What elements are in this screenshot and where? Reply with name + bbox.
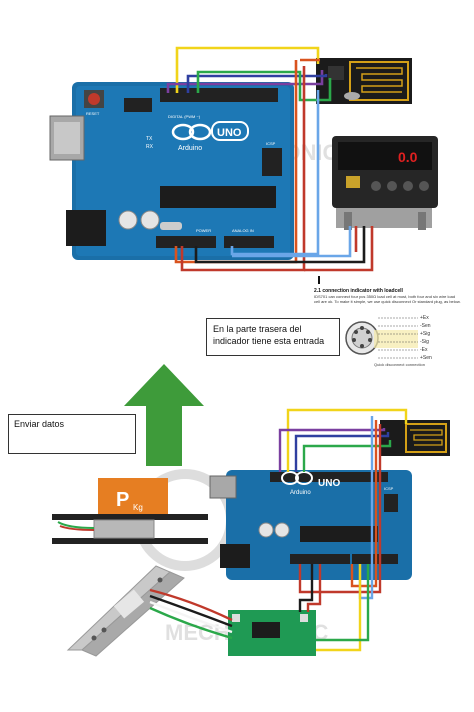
top-rx-label: RX bbox=[146, 144, 154, 150]
connection-doc: 2.1 connection indicator with loadcell I… bbox=[314, 288, 462, 304]
top-wires bbox=[166, 46, 374, 272]
bottom-wires bbox=[278, 408, 408, 652]
top-reset-label: RESET bbox=[86, 111, 100, 116]
nrf24-module-bottom bbox=[380, 420, 450, 456]
doc-marker bbox=[318, 276, 320, 284]
pin-label: -Ex bbox=[420, 347, 428, 353]
top-digital-label: DIGITAL (PWM ~) bbox=[168, 114, 201, 119]
arduino-uno-top bbox=[49, 82, 294, 260]
wire-yellow-top bbox=[175, 46, 320, 93]
atmega-chip bbox=[160, 186, 276, 208]
pin-label: -Sig bbox=[420, 339, 429, 345]
power-header bbox=[156, 236, 216, 248]
indicator-display: 0.0 bbox=[398, 149, 418, 165]
reset-button[interactable] bbox=[88, 93, 100, 105]
weight-letter: P bbox=[116, 489, 129, 511]
bottom-icsp-label: ICSP bbox=[384, 486, 394, 491]
pin-label: +Sig bbox=[420, 331, 431, 337]
digital-header bbox=[160, 88, 278, 102]
top-analog-label: ANALOG IN bbox=[232, 228, 254, 233]
top-power-label: POWER bbox=[196, 228, 211, 233]
wire-red-top bbox=[180, 66, 306, 272]
top-arduino-brand: Arduino bbox=[178, 145, 202, 152]
top-uno-logo: UNO bbox=[217, 127, 242, 139]
loadcell-wires bbox=[149, 588, 233, 640]
note-back-entry-text: En la parte trasera del indicador tiene … bbox=[213, 324, 325, 346]
scale-platform bbox=[52, 478, 208, 544]
bottom-arduino-brand: Arduino bbox=[290, 490, 311, 496]
pin-label: +Sen bbox=[420, 355, 432, 361]
top-tx-label: TX bbox=[146, 136, 153, 142]
hx711-module bbox=[228, 610, 316, 656]
connection-caption: Quick disconnect connection bbox=[374, 362, 425, 367]
note-send-data: Enviar datos bbox=[8, 414, 136, 454]
weight-indicator bbox=[332, 136, 438, 230]
wire-black-top bbox=[194, 226, 366, 264]
analog-header bbox=[224, 236, 274, 248]
scale-bottom-plate bbox=[52, 538, 208, 544]
quick-disconnect-diagram bbox=[345, 317, 418, 359]
weight-unit: Kg bbox=[133, 503, 143, 512]
wire-green-top bbox=[196, 70, 332, 102]
arduino-uno-bottom bbox=[209, 470, 412, 580]
weight-block bbox=[98, 478, 168, 514]
pin-label: +Ex bbox=[420, 315, 429, 321]
power-jack bbox=[66, 210, 106, 246]
connection-doc-body: IDS701 can connect four pcs 350Ω load ce… bbox=[314, 294, 461, 304]
pin-labels: +Ex -Sen +Sig -Sig -Ex +Sen bbox=[420, 314, 432, 362]
note-back-entry: En la parte trasera del indicador tiene … bbox=[206, 318, 340, 356]
wire-blue-top bbox=[186, 74, 328, 93]
scale-top-plate bbox=[52, 514, 208, 520]
bottom-uno-logo: UNO bbox=[318, 478, 340, 489]
loadcell-small bbox=[93, 519, 155, 539]
nrf24-module-top bbox=[316, 58, 412, 104]
top-icsp-label: ICSP bbox=[266, 141, 276, 146]
pin-label: -Sen bbox=[420, 323, 431, 329]
note-send-data-text: Enviar datos bbox=[14, 419, 65, 429]
up-arrow bbox=[124, 364, 204, 466]
wire-lightblue-top bbox=[230, 90, 320, 256]
connection-doc-title: 2.1 connection indicator with loadcell bbox=[314, 288, 403, 294]
